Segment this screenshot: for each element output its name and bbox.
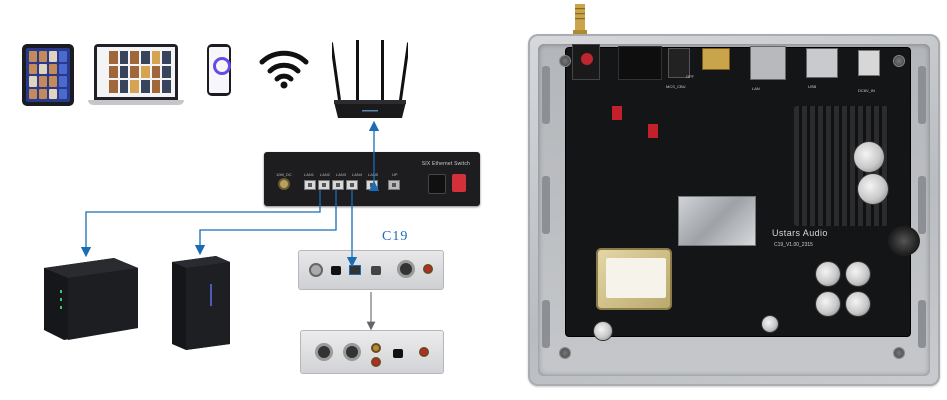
switch-port-label: 10M_DC: [276, 172, 292, 177]
enclosure-slot: [542, 176, 550, 234]
switch-port-lan3: [332, 180, 344, 190]
lan-port-block: [750, 46, 786, 80]
switch-port-lan1: [304, 180, 316, 190]
nas-icon: [44, 258, 138, 340]
laptop-icon: [94, 44, 178, 100]
enclosure-slot: [918, 176, 926, 234]
switch-port-label: LAN1: [304, 172, 315, 177]
capacitor: [846, 262, 870, 286]
c19-antenna-jack: [309, 263, 323, 277]
red-capacitor: [612, 106, 622, 120]
rf-shield: [678, 196, 756, 246]
tablet-icon: [22, 44, 74, 106]
switch-port-lan5: [366, 180, 378, 190]
switch-port-lan4: [346, 180, 358, 190]
pcb-label-mcs: MCS_CBU: [666, 84, 686, 89]
c19-usb-port: [371, 266, 381, 275]
tower-server-icon: [172, 256, 230, 350]
switch-power-inlet: [428, 174, 446, 194]
laptop-base: [88, 100, 184, 105]
dac-xlr-left: [315, 343, 333, 361]
board-brand: Ustars Audio: [772, 228, 828, 238]
screw: [894, 348, 904, 358]
c19-rca-output: [423, 264, 433, 274]
pcb-label-dc: DC6V_IN: [858, 88, 875, 93]
red-capacitor: [648, 124, 658, 138]
c19-optical-port: [331, 266, 341, 275]
enclosure-slot: [542, 66, 550, 124]
circuit-board: MCS_CBU OFF LAN USB DC6V_IN Ustars Audio…: [566, 44, 920, 340]
dac-device: [300, 330, 444, 374]
switch-port-up: [388, 180, 400, 190]
switch-port-label: LAN3: [336, 172, 347, 177]
pcb-label-lan: LAN: [752, 86, 760, 91]
screw: [894, 56, 904, 66]
phone-icon: [207, 44, 231, 96]
router-icon: [332, 40, 408, 118]
optical-block: [668, 48, 690, 78]
ethernet-switch: SIX Ethernet Switch 10M_DC LAN1 LAN2 LAN…: [264, 152, 480, 206]
screw: [560, 56, 570, 66]
pcb-label-off: OFF: [686, 74, 694, 79]
switch-power-rocker: [452, 174, 466, 192]
board-model: C19_V1.00_2315: [774, 242, 813, 248]
screw: [560, 348, 570, 358]
xlr-output-block: [618, 46, 662, 80]
pcb-label-usb: USB: [808, 84, 817, 89]
wifi-icon: [259, 50, 309, 89]
c19-label: C19: [382, 229, 409, 244]
dc-jack-block: [858, 50, 880, 76]
capacitor: [846, 292, 870, 316]
hdmi-block: [702, 48, 730, 70]
dac-rca-left: [371, 343, 381, 353]
enclosure-slot: [918, 300, 926, 348]
c19-xlr-output: [397, 260, 415, 278]
enclosure-slot: [542, 300, 550, 348]
switch-port-label: LAN5: [368, 172, 379, 177]
switch-dc-jack: [278, 178, 290, 190]
dac-optical-port: [393, 349, 403, 358]
switch-name: SIX Ethernet Switch: [421, 161, 470, 167]
capacitor: [762, 316, 778, 332]
capacitor: [854, 142, 884, 172]
c19-lan-port: [349, 265, 361, 275]
oscillator: [596, 248, 672, 310]
dac-xlr-right: [343, 343, 361, 361]
capacitor: [816, 262, 840, 286]
enclosure-slot: [918, 66, 926, 124]
product-photo: MCS_CBU OFF LAN USB DC6V_IN Ustars Audio…: [528, 0, 940, 392]
switch-port-lan2: [318, 180, 330, 190]
capacitor: [858, 174, 888, 204]
dac-rca-right: [371, 357, 381, 367]
usb-port-block: [806, 48, 838, 78]
dac-coax-port: [419, 347, 429, 357]
switch-port-label: LAN2: [320, 172, 331, 177]
c19-device: [298, 250, 444, 290]
switch-port-label: LAN4: [352, 172, 363, 177]
inductor: [888, 226, 920, 256]
capacitor: [594, 322, 612, 340]
rca-jack-block: [572, 44, 600, 80]
capacitor: [816, 292, 840, 316]
switch-port-label: UP: [392, 172, 398, 177]
